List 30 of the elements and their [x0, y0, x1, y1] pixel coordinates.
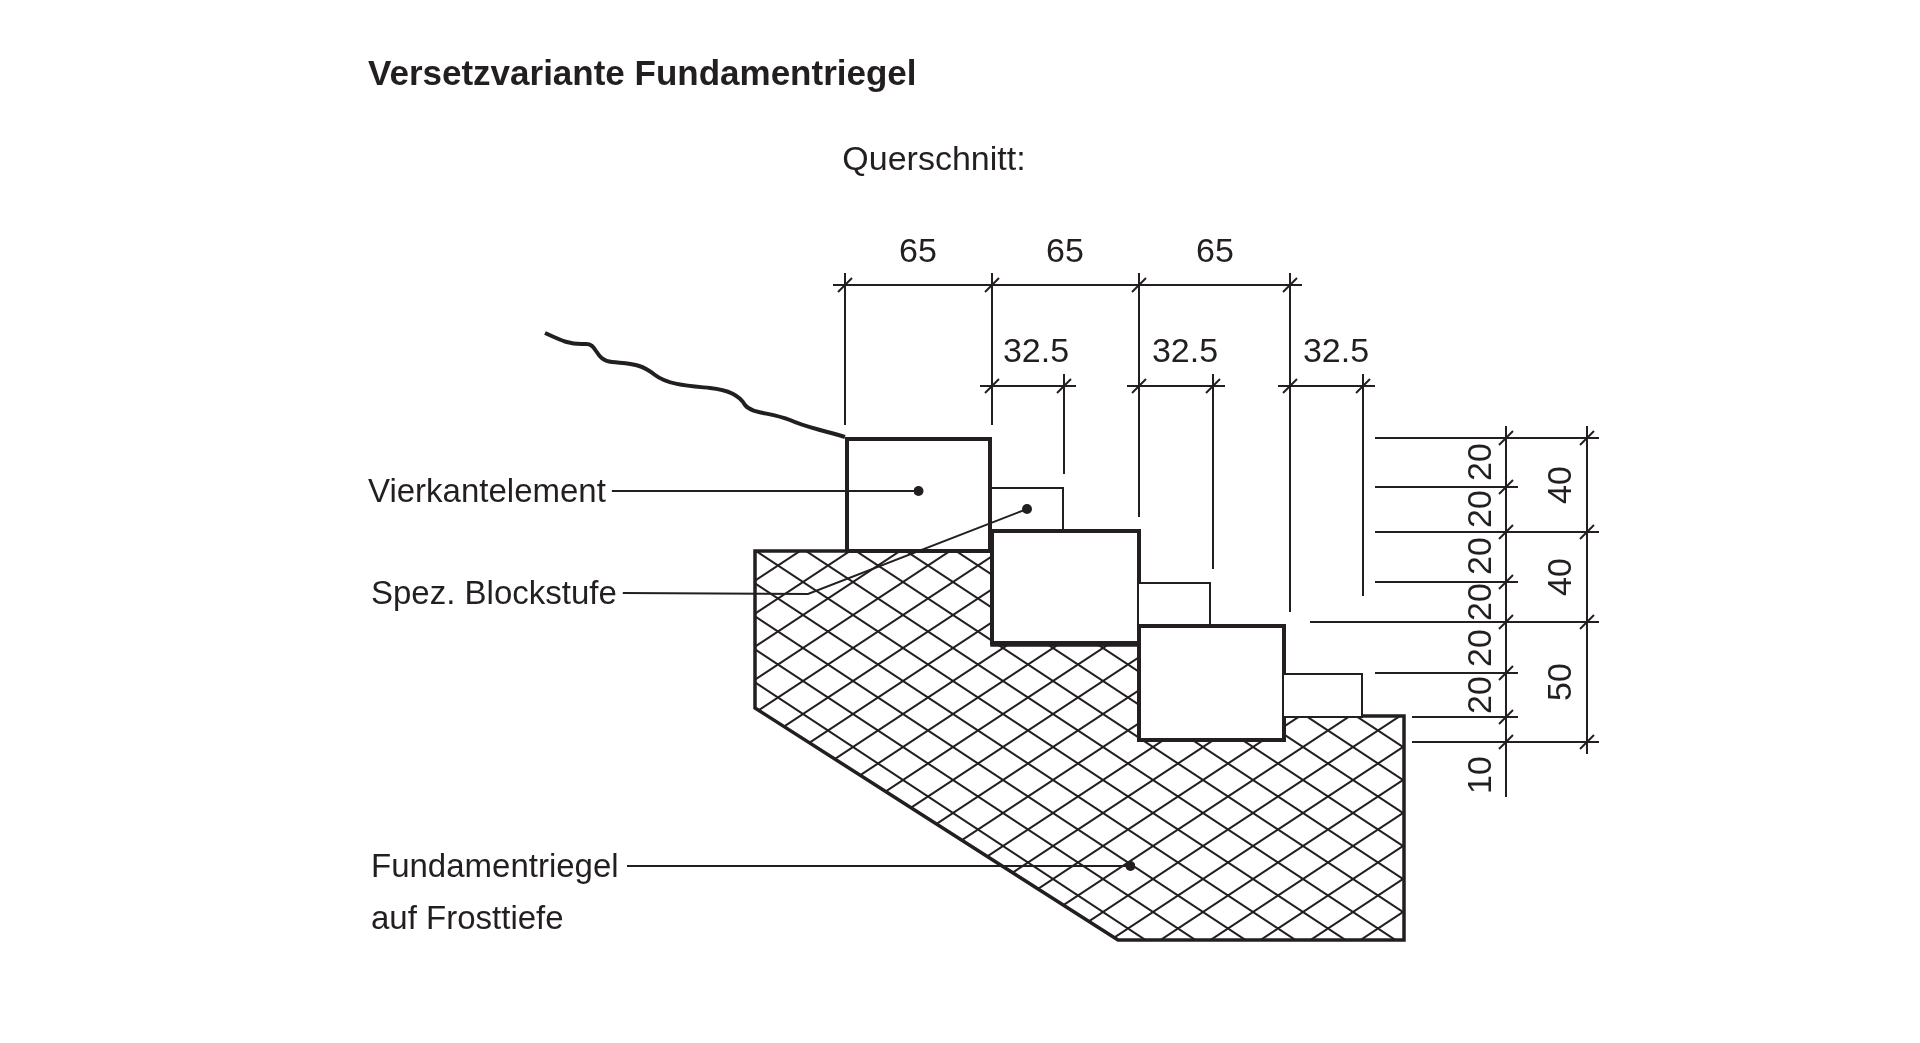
leader-line	[621, 504, 1032, 595]
section-heading: Querschnitt:	[842, 139, 1026, 179]
dimension-value: 32.5	[1302, 331, 1370, 371]
step-block	[1137, 582, 1211, 626]
step-block	[1282, 673, 1363, 718]
dimension-value: 65	[1046, 231, 1084, 271]
dimension-value: 20	[1460, 490, 1500, 528]
dimension-value: 65	[899, 231, 937, 271]
square-block	[845, 437, 992, 553]
dimension-value: 20	[1460, 629, 1500, 667]
part-label: Fundamentriegel auf Frosttiefe	[371, 840, 621, 944]
dimension-value: 20	[1460, 537, 1500, 575]
dimension-value: 20	[1460, 676, 1500, 714]
leader-line	[610, 485, 924, 496]
dimension-value: 50	[1540, 663, 1580, 701]
dimension-value: 65	[1196, 231, 1234, 271]
square-block	[1137, 624, 1286, 742]
dimension-value: 32.5	[1151, 331, 1219, 371]
square-block	[990, 529, 1141, 645]
step-block	[990, 487, 1064, 531]
dimension-value: 32.5	[1002, 331, 1070, 371]
part-label: Spez. Blockstufe	[371, 574, 617, 612]
dimension-value: 10	[1460, 756, 1500, 794]
dimension-value: 20	[1460, 583, 1500, 621]
part-label: Vierkantelement	[368, 472, 606, 510]
dimension-value: 40	[1540, 558, 1580, 596]
leader-line	[626, 861, 1136, 871]
dimension-value: 40	[1540, 466, 1580, 504]
diagram-title: Versetzvariante Fundamentriegel	[368, 52, 917, 94]
dimension-value: 20	[1460, 443, 1500, 481]
